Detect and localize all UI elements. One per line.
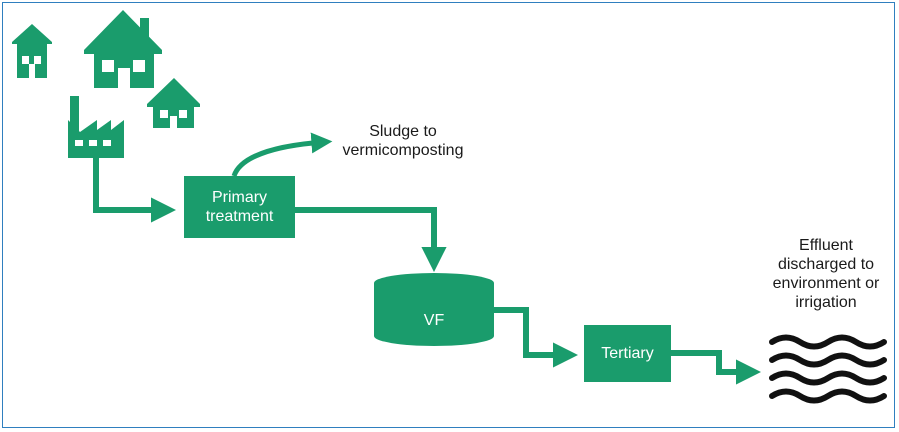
effluent-line2: discharged to — [777, 256, 875, 273]
primary-treatment-label: Primary treatment — [184, 188, 295, 226]
tertiary-box — [584, 325, 671, 382]
flow-arrow-primary-to-vf — [295, 207, 447, 273]
diagram-frame — [2, 2, 895, 428]
tertiary-label: Tertiary — [601, 345, 654, 362]
house-icon — [84, 10, 162, 88]
flow-arrow-tertiary-to-effluent — [671, 350, 762, 385]
effluent-line4: irrigation — [795, 294, 857, 311]
effluent-line3: environment or — [772, 275, 880, 292]
sludge-line2: vermicomposting — [342, 142, 464, 159]
waves-icon — [769, 334, 887, 404]
flow-arrow-factory-to-primary — [93, 158, 177, 223]
factory-icon — [68, 96, 124, 158]
primary-label-line1: Primary — [211, 189, 268, 206]
primary-treatment-box — [184, 176, 295, 238]
effluent-annotation: Effluent discharged to environment or ir… — [758, 236, 894, 312]
vf-tank — [374, 273, 494, 346]
effluent-line1: Effluent — [799, 237, 853, 254]
flow-arrow-vf-to-tertiary — [494, 307, 579, 368]
primary-label-line2: treatment — [205, 208, 274, 225]
flow-arrow-sludge — [231, 132, 333, 178]
house-icon — [147, 78, 200, 128]
sludge-annotation: Sludge to vermicomposting — [328, 122, 478, 160]
house-icon — [12, 24, 52, 78]
vf-label: VF — [423, 312, 445, 329]
sludge-line1: Sludge to — [369, 123, 437, 140]
